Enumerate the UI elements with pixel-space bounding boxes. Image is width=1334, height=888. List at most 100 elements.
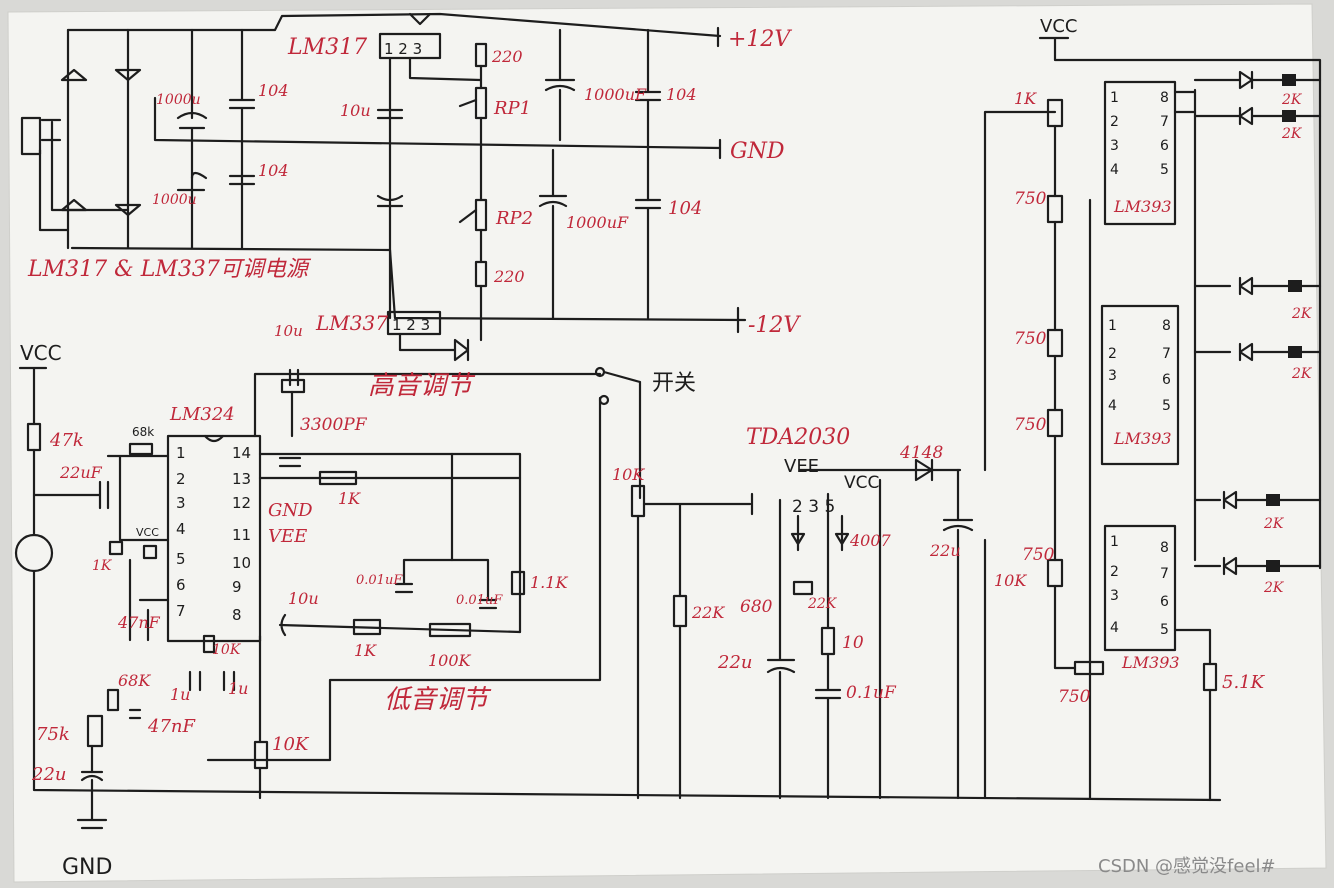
paper-sheet [7,3,1327,883]
ground-label: GND [62,855,112,880]
lm324-pin-8: 8 [232,606,242,624]
lm393-1-pin-3: 3 [1110,138,1119,154]
lm393-chip-2 [1100,304,1180,466]
lm324-pin-12: 12 [232,494,251,512]
capacitor-47nf-2-label: 47nF [147,716,196,737]
output-capacitor-bottom [538,148,568,320]
input-cap-label: 22uF [59,463,103,482]
resistor-1k-bottom-label: 1K [354,641,377,660]
resistor-750-a-label: 750 [1014,189,1047,209]
resistor-68k-label: 68k [132,425,154,439]
lm393-2-pin-2: 2 [1108,346,1117,362]
resistor-1k-left-label: 1K [92,558,113,574]
lm324-notch [203,434,225,443]
input-ceramic-cap-bottom [228,174,256,186]
lm393-1-label: LM393 [1113,197,1172,216]
indicator-labels: VCC 1K 750 750 750 750 750 LM393 LM393 L… [1014,16,1313,707]
ground-symbol [76,744,108,830]
resistor-22k-a [672,594,688,628]
lm393-1-pin-8: 8 [1160,90,1169,106]
capacitor-001-b-label: 0.01uF [456,593,503,608]
switch-lever[interactable] [602,370,642,500]
output-cap-bottom-label: 1000uF [566,213,629,232]
resistor-10-label: 10 [842,633,864,653]
resistor-47k [26,422,42,452]
input-coupling-capacitor [32,480,110,510]
capacitor-47nf-1-label: 47nF [117,613,161,632]
input-ceramic-caps [228,28,256,250]
tda2030-pins-label: 2 3 5 [792,497,835,517]
capacitor-3300pf [278,390,302,468]
resistor-47k-label: 47k [49,430,84,451]
preamp-labels: VCC 47k 22uF LM324 68k 1 2 3 4 5 6 7 14 … [20,322,696,880]
lm393-1-pin-1: 1 [1110,90,1119,106]
treble-control-label: 高音调节 [368,371,476,401]
output-capacitor-top [544,28,576,142]
capacitor-001-a-label: 0.01uF [356,573,403,588]
output-cap-22u-label: 22u [929,541,961,560]
input-cap-top-label: 1000u [156,92,201,108]
resistor-750-c [1046,408,1064,438]
amp-vcc-label: VCC [844,473,879,493]
positive-output-label: +12V [728,27,792,52]
adj-capacitor-top [376,108,404,120]
divider-chain-wire [1053,124,1077,670]
resistor-750-b-label: 750 [1014,329,1047,349]
bridge-rectifier [20,28,142,250]
lm393-chip-3 [1103,524,1177,652]
output-cap-top-ceramic-label: 104 [666,85,697,104]
input-capacitor-top [176,28,208,250]
led-resistor-label-3: 2K [1291,306,1313,322]
resistor-68k-lower-label: 68K [118,671,151,690]
input-cap-bottom-ceramic-label: 104 [258,161,289,180]
adj-capacitor-bottom [376,194,404,208]
output-ceramic-bottom [634,198,662,320]
switch-contact-b[interactable] [598,394,610,406]
resistor-750-c-label: 750 [1014,415,1047,435]
lm393-1-pins: 1 2 3 4 8 7 6 5 [1110,90,1169,178]
preamp-section [14,366,1222,830]
lm324-pin-9: 9 [232,578,242,596]
lower-opamp-wiring [128,558,170,642]
lm324-pin-6: 6 [176,576,186,594]
output-cap-bottom-ceramic-label: 104 [668,198,702,219]
bass-control-label: 低音调节 [384,685,492,715]
lm324-pin-10: 10 [232,554,251,572]
led-resistor-label-2: 2K [1281,126,1303,142]
resistor-1-1k [510,570,526,596]
output-terminals [716,26,740,334]
lm393-2-pin-3: 3 [1108,368,1117,384]
lm393-1-pin-5: 5 [1160,162,1169,178]
capacitor-10u-mid-label: 10u [288,589,319,608]
lm393-3-pin-1: 1 [1110,534,1119,550]
lm337-pins-label: 1 2 3 [392,316,430,334]
adj-cap-label: 10u [340,101,371,120]
input-cap-top-ceramic-label: 104 [258,81,289,100]
lm324-pin-3: 3 [176,494,186,512]
resistor-68k-lower [106,688,120,712]
resistor-75k-label: 75k [36,724,70,745]
led-resistor-label-4: 2K [1291,366,1313,382]
bass-pot-100k-label: 100K [428,651,472,670]
coupling-capacitors-1u [188,670,236,692]
resistor-68k-feedback [128,442,154,456]
lm393-2-pin-5: 5 [1162,398,1171,414]
resistor-5-1k-label: 5.1K [1222,672,1266,693]
indicator-output-wire [1173,628,1212,802]
power-supply-labels: LM317 1 2 3 LM337 1 2 3 LM317 & LM337可调电… [27,27,801,338]
zobel-network [814,492,842,800]
resistor-220-bottom-label: 220 [493,267,525,286]
resistor-10k-b-label: 10K [212,642,242,658]
lm393-1-pin-4: 4 [1110,162,1119,178]
resistor-1k-left [108,540,124,556]
vcc-small-label: VCC [136,526,159,539]
lm393-3-pin-5: 5 [1160,622,1169,638]
lm393-2-pin-4: 4 [1108,398,1117,414]
rp1-wiring [458,64,483,202]
lm324-label: LM324 [169,404,235,425]
resistor-22k-a-label: 22K [691,603,725,622]
resistor-680-label: 680 [740,597,773,617]
led-common-wire [1173,88,1197,562]
lm393-chip-1 [1103,80,1177,226]
ground-bus-wire [32,569,1222,802]
